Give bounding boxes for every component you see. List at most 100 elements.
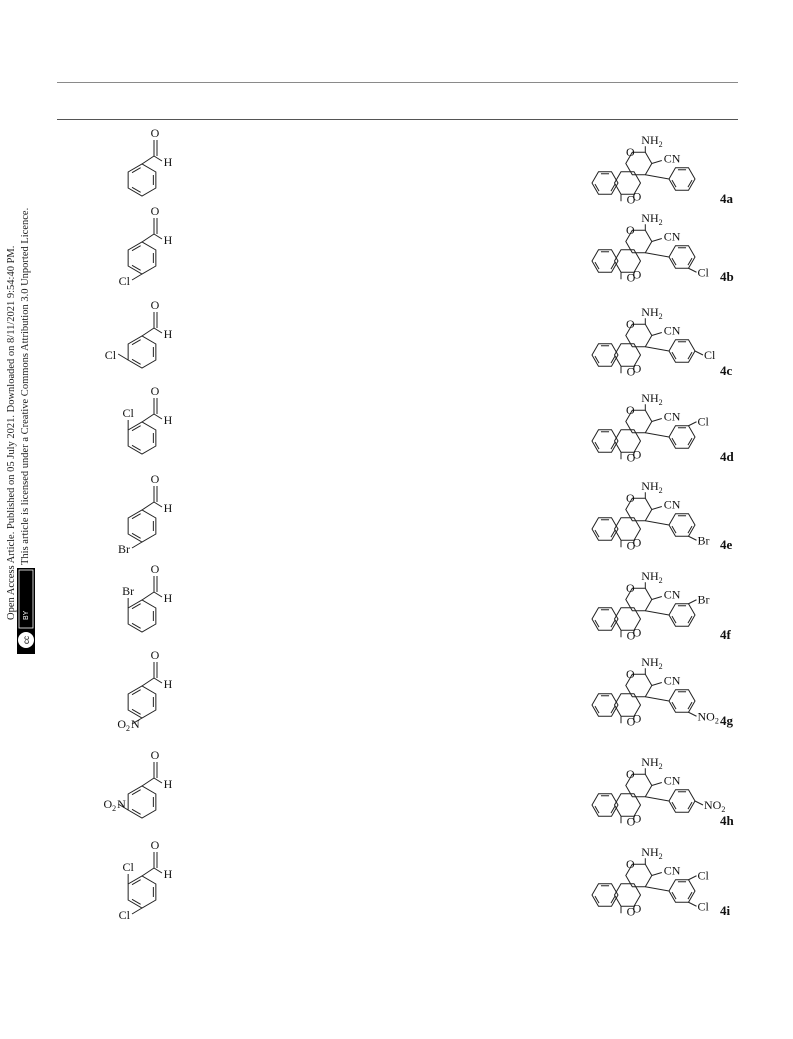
lactone-ring bbox=[613, 883, 642, 907]
bond bbox=[651, 506, 662, 510]
compound-id: 4i bbox=[720, 903, 731, 918]
substituent-bond bbox=[688, 901, 697, 907]
substituent-br: Br bbox=[122, 584, 134, 598]
cc-by-badge-icon[interactable]: cc BY bbox=[17, 568, 35, 654]
substituent-bond bbox=[131, 541, 143, 549]
benzene-ring bbox=[127, 599, 157, 633]
bond bbox=[141, 591, 155, 601]
compound-id: 4b bbox=[720, 269, 734, 284]
bond bbox=[153, 777, 163, 784]
nitro-group: NO2 bbox=[704, 798, 725, 814]
bond bbox=[153, 327, 163, 334]
double-bond bbox=[131, 879, 141, 886]
double-bond bbox=[594, 529, 600, 538]
substituent-cl: Cl bbox=[698, 415, 710, 429]
double-bond bbox=[131, 444, 141, 451]
double-bond bbox=[610, 895, 616, 904]
carbonyl-oxygen: O bbox=[151, 472, 160, 486]
aldehyde-hydrogen: H bbox=[164, 777, 173, 791]
amino-group: NH2 bbox=[641, 655, 662, 671]
substituent-cl: Cl bbox=[698, 265, 710, 279]
pyran-oxygen: O bbox=[626, 767, 635, 781]
double-bond bbox=[131, 708, 141, 715]
compound-id: 4f bbox=[720, 627, 732, 642]
lactone-carbonyl-oxygen: O bbox=[627, 714, 636, 728]
aryl-ring bbox=[668, 513, 696, 537]
lactone-oxygen: O bbox=[633, 447, 642, 461]
bond bbox=[651, 682, 662, 686]
benzene-ring bbox=[127, 163, 157, 197]
bond bbox=[651, 872, 662, 876]
double-bond bbox=[131, 898, 141, 905]
substituent-bond bbox=[694, 800, 704, 806]
double-bond bbox=[610, 355, 616, 364]
bond bbox=[153, 677, 163, 684]
bond bbox=[645, 520, 670, 526]
benzene-ring bbox=[127, 785, 157, 819]
bond bbox=[645, 252, 670, 258]
aldehyde-hydrogen: H bbox=[164, 155, 173, 169]
double-bond bbox=[671, 615, 677, 624]
pyran-ring bbox=[625, 673, 653, 698]
aryl-ring bbox=[668, 167, 696, 191]
pyran-ring bbox=[625, 863, 653, 888]
pyran-oxygen: O bbox=[626, 317, 635, 331]
bond bbox=[153, 155, 163, 162]
lactone-carbonyl-oxygen: O bbox=[627, 450, 636, 464]
substituent-cl: Cl bbox=[698, 899, 710, 913]
substituent-br: Br bbox=[698, 533, 710, 547]
double-bond bbox=[131, 425, 141, 432]
aryl-ring bbox=[668, 879, 696, 903]
double-bond bbox=[610, 805, 616, 814]
substituent-bond bbox=[131, 717, 143, 725]
double-bond bbox=[610, 619, 616, 628]
aldehyde-hydrogen: H bbox=[164, 867, 173, 881]
aldehyde-hydrogen: H bbox=[164, 591, 173, 605]
lactone-ring bbox=[613, 429, 642, 453]
coumarin-benzo-ring bbox=[591, 249, 619, 273]
double-bond bbox=[610, 529, 616, 538]
pyran-oxygen: O bbox=[626, 491, 635, 505]
bond bbox=[141, 155, 155, 165]
double-bond bbox=[131, 532, 141, 539]
benzene-ring bbox=[127, 421, 157, 455]
licence-notice[interactable]: This article is licensed under a Creativ… bbox=[20, 207, 31, 565]
benzene-ring bbox=[127, 875, 157, 909]
compound-id: 4a bbox=[720, 191, 734, 206]
bond bbox=[153, 413, 163, 420]
bond bbox=[153, 867, 163, 874]
double-bond bbox=[671, 701, 677, 710]
lactone-oxygen: O bbox=[633, 189, 642, 203]
coumarin-benzo-ring bbox=[591, 343, 619, 367]
substituent-cl: Cl bbox=[105, 348, 117, 362]
lactone-ring bbox=[613, 343, 642, 367]
lactone-ring bbox=[613, 793, 642, 817]
lactone-carbonyl-oxygen: O bbox=[627, 364, 636, 378]
double-bond bbox=[687, 891, 693, 900]
pyran-oxygen: O bbox=[626, 223, 635, 237]
double-bond bbox=[671, 257, 677, 266]
coumarin-benzo-ring bbox=[591, 793, 619, 817]
carbonyl-oxygen: O bbox=[151, 384, 160, 398]
pyran-oxygen: O bbox=[626, 581, 635, 595]
substituent-br: Br bbox=[118, 542, 130, 556]
bond bbox=[141, 867, 155, 877]
lactone-oxygen: O bbox=[633, 901, 642, 915]
amino-group: NH2 bbox=[641, 755, 662, 771]
double-bond bbox=[594, 705, 600, 714]
double-bond bbox=[131, 186, 141, 193]
substituent-bond bbox=[688, 535, 697, 541]
double-bond bbox=[610, 705, 616, 714]
double-bond bbox=[594, 441, 600, 450]
substituent-cl: Cl bbox=[119, 274, 131, 288]
benzene-ring bbox=[127, 685, 157, 719]
lactone-oxygen: O bbox=[633, 625, 642, 639]
amino-group: NH2 bbox=[641, 569, 662, 585]
pyran-oxygen: O bbox=[626, 403, 635, 417]
substituent-bond bbox=[688, 267, 697, 273]
lactone-ring bbox=[613, 607, 642, 631]
